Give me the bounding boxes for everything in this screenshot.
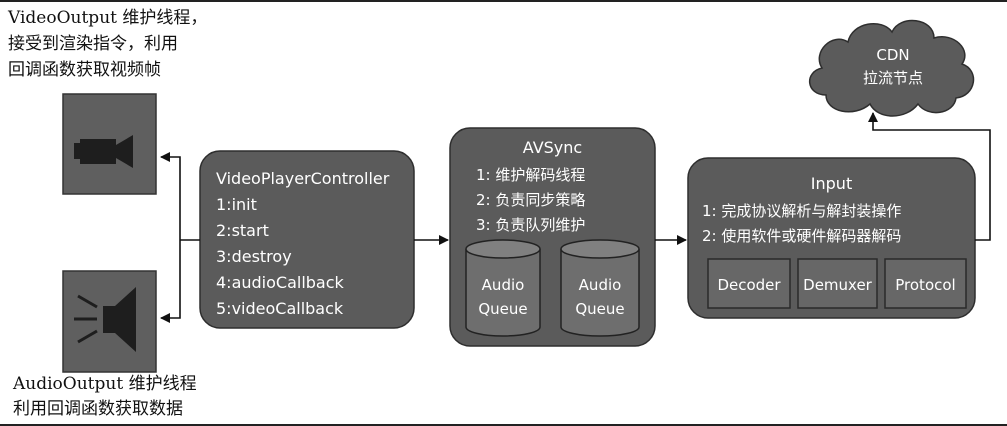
speaker-icon: [74, 287, 136, 352]
cdn-label: CDN 拉流节点: [838, 44, 948, 90]
video-output-caption-line: 回调函数获取视频帧: [8, 60, 161, 80]
cdn-label-line: 拉流节点: [862, 69, 923, 87]
queue-label-line: Queue: [575, 300, 625, 318]
audio-output-caption-line: 利用回调函数获取数据: [13, 399, 183, 419]
input-title: Input: [810, 174, 853, 193]
video-output-caption-line: VideoOutput 维护线程，: [8, 8, 208, 28]
controller-item: 5:videoCallback: [216, 299, 344, 318]
audio-queue-label-1: Audio Queue: [466, 273, 540, 321]
input-item: 2: 使用软件或硬件解码器解码: [702, 227, 902, 245]
arrow-to-cdn: [868, 112, 991, 241]
controller-item: 4:audioCallback: [216, 273, 344, 292]
arrow-to-video-output: [160, 152, 181, 240]
cdn-label-line: CDN: [876, 46, 910, 64]
demuxer-module: [797, 258, 878, 309]
cdn-cloud: [809, 19, 975, 117]
protocol-label: Protocol: [895, 276, 956, 294]
queue-label-line: Audio: [481, 276, 525, 294]
avsync-title: AVSync: [522, 138, 583, 157]
protocol-module: [884, 258, 967, 309]
avsync-item: 2: 负责同步策略: [476, 191, 586, 209]
avsync-item: 3: 负责队列维护: [476, 216, 586, 234]
controller-text: VideoPlayerController 1:init 2:start 3:d…: [216, 166, 389, 322]
controller-item: 2:start: [216, 221, 269, 240]
controller-title: VideoPlayerController: [216, 169, 390, 188]
audio-output-caption-line: AudioOutput 维护线程: [13, 374, 197, 394]
queue-label-line: Audio: [578, 276, 622, 294]
audio-queue-cylinder-2: [560, 239, 640, 337]
audio-output-caption: AudioOutput 维护线程 利用回调函数获取数据: [13, 372, 197, 422]
video-output-caption-line: 接受到渲染指令，利用: [8, 34, 178, 54]
decoder-label: Decoder: [717, 276, 781, 294]
controller-item: 1:init: [216, 195, 257, 214]
input-items: 1: 完成协议解析与解封装操作 2: 使用软件或硬件解码器解码: [702, 199, 901, 249]
arrow-to-audio-output: [160, 240, 181, 323]
video-camera-icon: [74, 135, 133, 168]
video-output-caption: VideoOutput 维护线程， 接受到渲染指令，利用 回调函数获取视频帧: [8, 5, 207, 83]
decoder-module: [707, 258, 791, 309]
avsync-item: 1: 维护解码线程: [476, 166, 586, 184]
audio-queue-cylinder-1: [465, 239, 541, 337]
queue-label-line: Queue: [478, 300, 528, 318]
demuxer-label: Demuxer: [803, 276, 872, 294]
controller-item: 3:destroy: [216, 247, 292, 266]
input-item: 1: 完成协议解析与解封装操作: [702, 202, 902, 220]
avsync-items: 1: 维护解码线程 2: 负责同步策略 3: 负责队列维护: [476, 163, 585, 238]
audio-queue-label-2: Audio Queue: [561, 273, 639, 321]
